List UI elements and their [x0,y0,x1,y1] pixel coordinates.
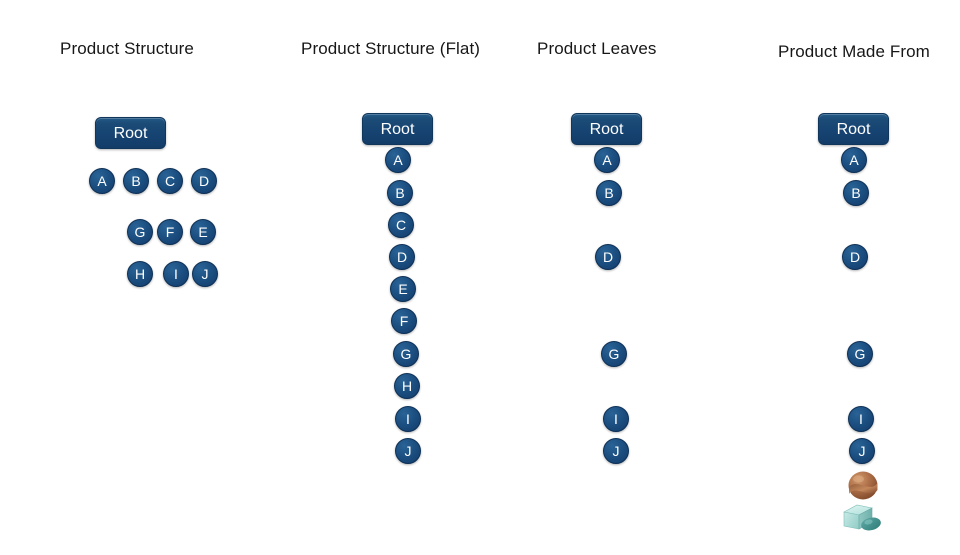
node-product-made-from-I[interactable]: I [848,406,874,432]
node-product-structure-flat-B[interactable]: B [387,180,413,206]
node-product-made-from-A[interactable]: A [841,147,867,173]
column-title-product-structure: Product Structure [60,39,194,58]
node-product-leaves-G[interactable]: G [601,341,627,367]
brown-sphere-icon [840,468,886,502]
node-product-structure-flat-H[interactable]: H [394,373,420,399]
node-product-structure-flat-A[interactable]: A [385,147,411,173]
node-product-leaves-I[interactable]: I [603,406,629,432]
node-product-structure-J[interactable]: J [192,261,218,287]
teal-box-cylinder-icon [839,500,885,534]
node-product-structure-C[interactable]: C [157,168,183,194]
node-product-leaves-D[interactable]: D [595,244,621,270]
node-product-structure-F[interactable]: F [157,219,183,245]
node-product-made-from-J[interactable]: J [849,438,875,464]
node-product-structure-H[interactable]: H [127,261,153,287]
root-node-product-leaves[interactable]: Root [571,113,642,145]
node-product-made-from-G[interactable]: G [847,341,873,367]
node-product-structure-flat-I[interactable]: I [395,406,421,432]
node-product-structure-flat-F[interactable]: F [391,308,417,334]
root-node-product-made-from[interactable]: Root [818,113,889,145]
node-product-leaves-J[interactable]: J [603,438,629,464]
column-title-product-structure-flat: Product Structure (Flat) [301,39,481,58]
node-product-structure-D[interactable]: D [191,168,217,194]
node-product-structure-G[interactable]: G [127,219,153,245]
node-product-structure-flat-C[interactable]: C [388,212,414,238]
node-product-structure-flat-J[interactable]: J [395,438,421,464]
node-product-made-from-B[interactable]: B [843,180,869,206]
node-product-made-from-D[interactable]: D [842,244,868,270]
node-product-structure-A[interactable]: A [89,168,115,194]
node-product-structure-flat-G[interactable]: G [393,341,419,367]
node-product-leaves-A[interactable]: A [594,147,620,173]
node-product-leaves-B[interactable]: B [596,180,622,206]
node-product-structure-flat-E[interactable]: E [390,276,416,302]
node-product-structure-B[interactable]: B [123,168,149,194]
node-product-structure-flat-D[interactable]: D [389,244,415,270]
node-product-structure-E[interactable]: E [190,219,216,245]
root-node-product-structure-flat[interactable]: Root [362,113,433,145]
root-node-product-structure[interactable]: Root [95,117,166,149]
column-title-product-leaves: Product Leaves [537,39,657,58]
node-product-structure-I[interactable]: I [163,261,189,287]
column-title-product-made-from: Product Made From [778,42,930,61]
